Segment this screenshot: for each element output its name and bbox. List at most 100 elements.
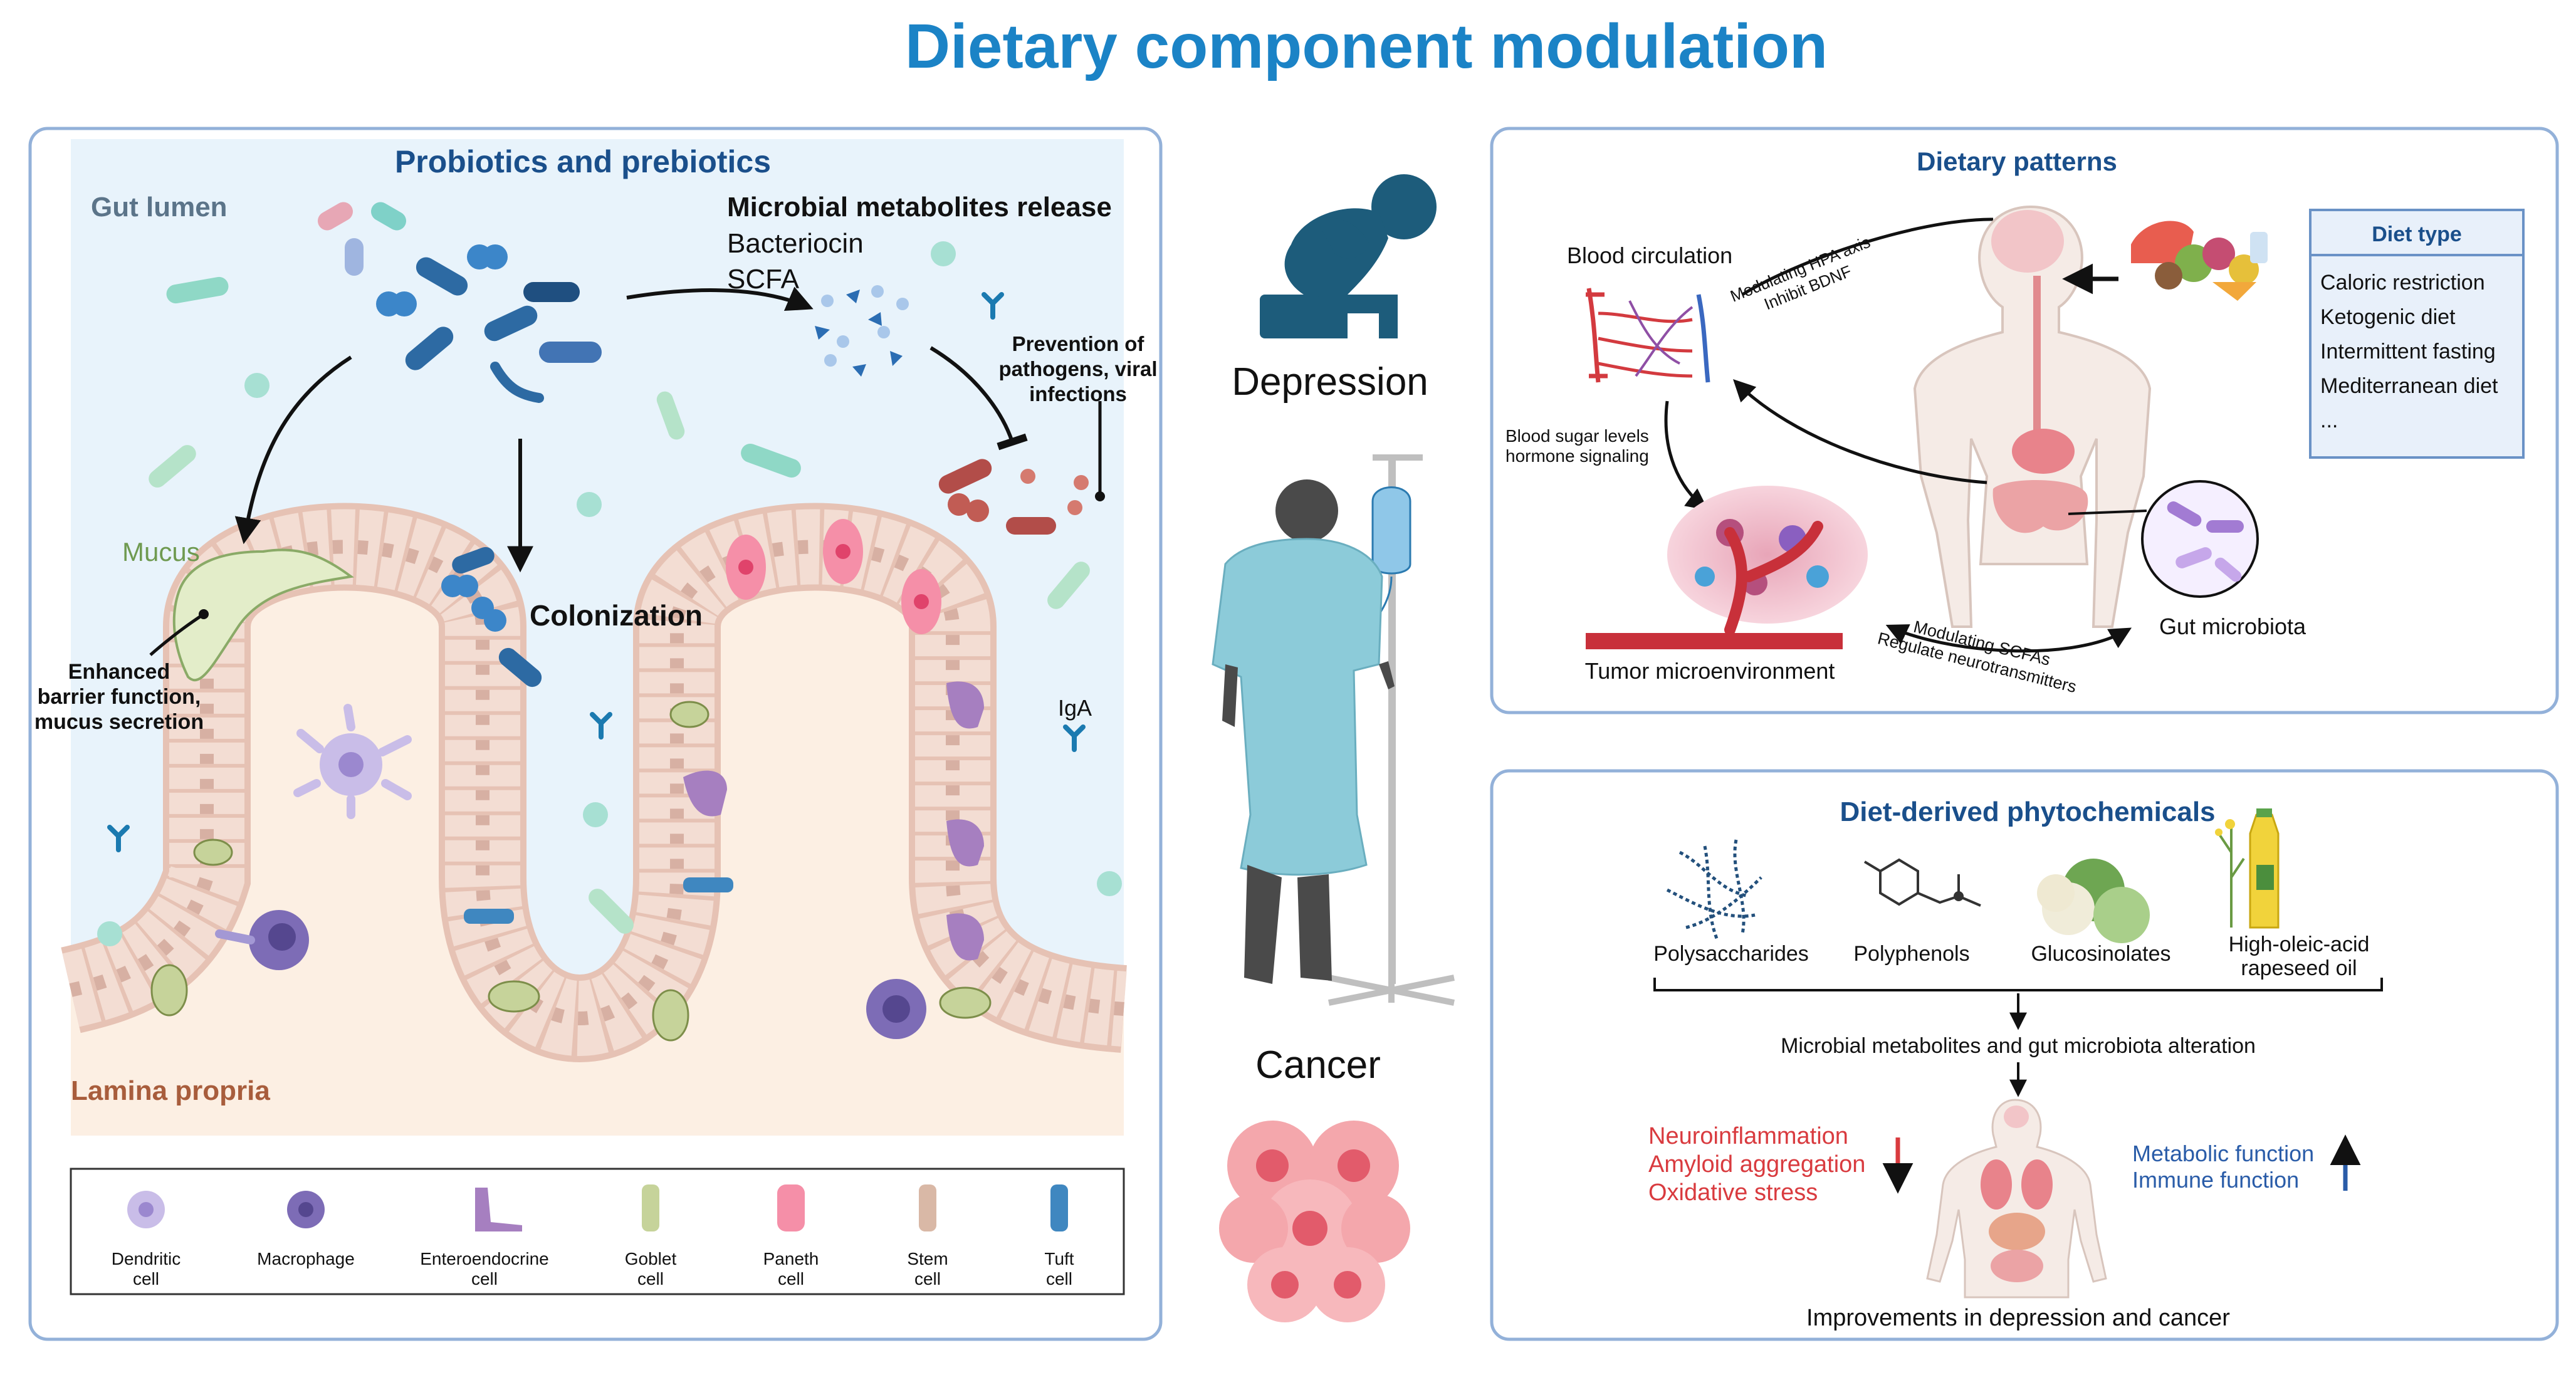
stem-cell-icon [919, 1184, 936, 1231]
legend-label: Paneth [763, 1249, 819, 1268]
svg-text:barrier function,: barrier function, [38, 685, 201, 709]
colonizing-bacteria [441, 546, 542, 688]
phyto-item-labels: Polysaccharides Polyphenols Glucosinolates… [1653, 933, 2369, 980]
prevention-label: Prevention of pathogens, viral infection… [998, 332, 1157, 405]
phyto-bracket [1653, 978, 2383, 991]
legend-label: Enteroendocrine [420, 1249, 548, 1268]
phyto-item-label: Glucosinolates [2031, 942, 2170, 966]
colonization-label: Colonization [530, 599, 703, 632]
phyto-item-label: Polyphenols [1853, 942, 1969, 966]
depression-person-icon [1260, 174, 1437, 338]
depression-label: Depression [1232, 360, 1428, 404]
legend-label: cell [778, 1269, 804, 1289]
phyto-title: Diet-derived phytochemicals [1840, 797, 2215, 827]
lamina-propria-label: Lamina propria [71, 1075, 270, 1106]
legend-label: Tuft [1044, 1249, 1074, 1268]
goblet-cell-icon [642, 1184, 659, 1231]
polysaccharide-network-icon [1666, 839, 1762, 941]
legend-label: Goblet [625, 1249, 677, 1268]
prevention-dot [1095, 491, 1105, 501]
legend-item-1: Macrophage [257, 1191, 355, 1268]
dietary-patterns-panel: Dietary patterns Blood circulation Modul… [1490, 127, 2559, 714]
phyto-item-label: High-oleic-acid [2229, 933, 2370, 956]
svg-text:Blood sugar levels: Blood sugar levels [1505, 426, 1649, 446]
arrow-to-metabolites [626, 286, 814, 311]
metabolite-particles [815, 285, 909, 377]
svg-text:mucus secretion: mucus secretion [34, 710, 204, 734]
lamina-propria-area [71, 546, 1124, 1136]
legend-label: cell [133, 1269, 159, 1289]
dendritic-cell-icon [127, 1191, 165, 1228]
patient-iv-icon [1212, 454, 1455, 1006]
diet-type-item: ... [2320, 409, 2338, 432]
bacteriocin-label: Bacteriocin [727, 228, 864, 259]
diet-type-header [2309, 209, 2525, 256]
blood-sugar-label: Blood sugar levels hormone signaling [1505, 426, 1649, 466]
cancer-label: Cancer [1255, 1043, 1381, 1087]
paneth-cells [726, 519, 941, 634]
mucus-layer [172, 548, 354, 682]
diet-type-item: Intermittent fasting [2320, 340, 2496, 363]
phytochemicals-panel: Diet-derived phytochemicals Polysacchari… [1490, 769, 2559, 1341]
phyto-panel-frame [1490, 769, 2559, 1341]
up-effects-list: Metabolic function Immune function [2132, 1141, 2314, 1193]
probiotics-panel: Probiotics and prebiotics Gut lumen Lami… [28, 127, 1163, 1341]
polyphenol-molecule-icon [1863, 858, 1981, 907]
svg-text:infections: infections [1029, 382, 1127, 405]
arrow-vessel-to-tumor [1664, 400, 1709, 511]
diet-type-item: Ketogenic diet [2320, 305, 2456, 329]
commensal-bacteria [97, 241, 1122, 946]
enteroendocrine-cells [683, 681, 984, 961]
svg-text:Neuroinflammation: Neuroinflammation [1648, 1123, 1848, 1149]
mucus-dot [199, 609, 209, 619]
macrophage-icon [287, 1191, 325, 1228]
legend-label: Dendritic [112, 1249, 181, 1268]
phyto-item-label: rapeseed oil [2241, 956, 2357, 980]
gut-microbiota-label: Gut microbiota [2159, 614, 2306, 639]
macrophage-2 [866, 979, 926, 1039]
diet-type-title: Diet type [2372, 222, 2462, 246]
enhanced-barrier-label: Enhanced barrier function, mucus secreti… [34, 660, 204, 734]
gut-microbiota-icon [2141, 480, 2259, 598]
tuft-cells [464, 877, 733, 924]
paneth-cell-icon [777, 1184, 805, 1231]
legend-label: Stem [907, 1249, 948, 1268]
cruciferous-vegetables-icon [2037, 859, 2150, 943]
phyto-item-label: Polysaccharides [1653, 942, 1809, 966]
iga-antibodies [107, 292, 1086, 852]
cancer-cells-icon [1219, 1121, 1410, 1322]
center-column: Depression Cancer [1212, 174, 1455, 1322]
mucus-label: Mucus [122, 537, 200, 567]
tuft-cell-icon [1050, 1184, 1068, 1231]
arrow-microbiota-tumor [1885, 624, 2132, 653]
metabolites-heading: Microbial metabolites release [727, 192, 1112, 222]
alteration-label: Microbial metabolites and gut microbiota… [1781, 1034, 2256, 1058]
legend-label: cell [914, 1269, 941, 1289]
svg-text:Immune function: Immune function [2132, 1167, 2299, 1193]
patterns-title: Dietary patterns [1917, 147, 2117, 176]
cell-legend [70, 1168, 1125, 1295]
blood-vessel-icon [1586, 288, 1710, 383]
arrow-gut-to-vessel [1733, 379, 1987, 484]
microbiota-zoom-line [2068, 510, 2147, 515]
iga-label: IgA [1058, 695, 1092, 721]
gut-lumen-label: Gut lumen [91, 192, 228, 222]
pathogens [938, 459, 1089, 535]
arrow-to-mucus [234, 355, 352, 545]
legend-label: cell [637, 1269, 664, 1289]
inhibition-line [929, 346, 1028, 451]
svg-text:Oxidative stress: Oxidative stress [1648, 1179, 1818, 1206]
svg-text:Enhanced: Enhanced [68, 660, 170, 684]
probiotics-title: Probiotics and prebiotics [395, 144, 771, 179]
rapeseed-oil-bottle-icon [2215, 808, 2280, 929]
phyto-body-icon [1926, 1099, 2107, 1299]
scfa-label: SCFA [727, 264, 800, 295]
